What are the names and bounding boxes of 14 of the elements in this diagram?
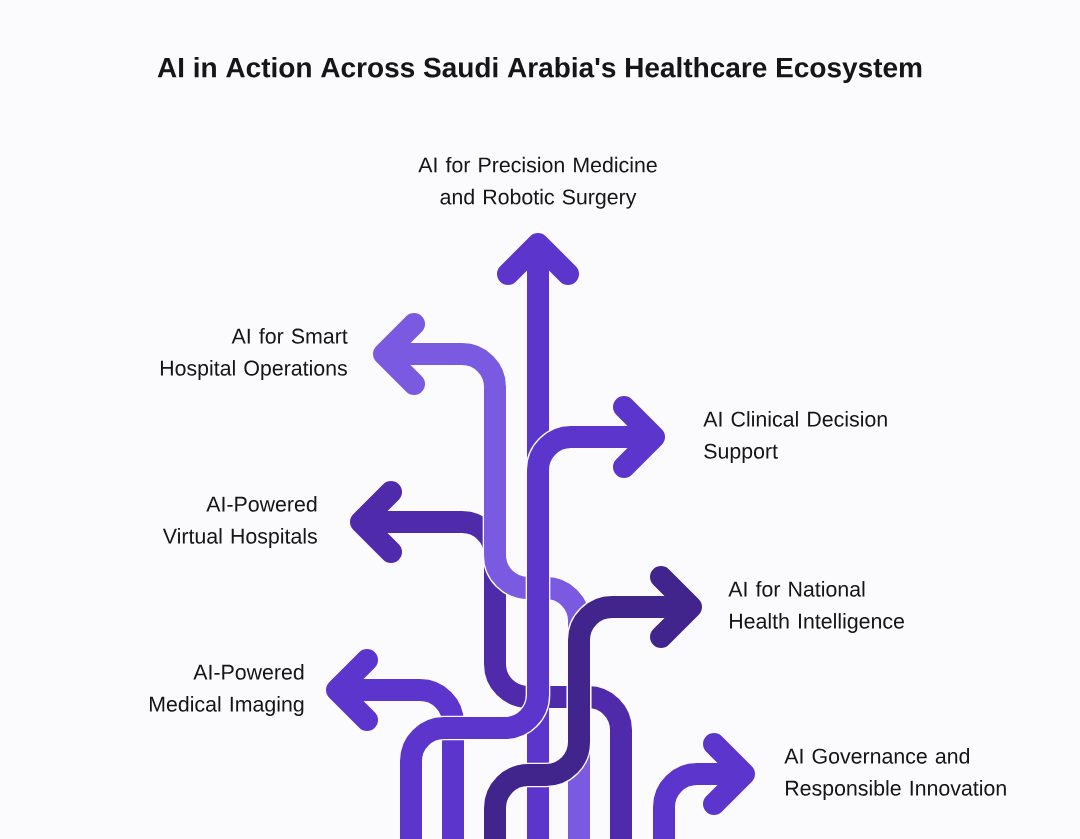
title: AI in Action Across Saudi Arabia's Healthcare Ecosystem [157,56,922,84]
arrow-label: AI Clinical Decision Support [703,411,887,463]
arrow-label: AI for Smart Hospital Operations [160,328,348,380]
arrow-label: AI-Powered Medical Imaging [150,664,304,716]
arrow-label: AI Governance and Responsible Innovation [784,748,1006,800]
arrow-label: AI-Powered Virtual Hospitals [162,496,317,548]
arrow-label: AI for Precision Medicine and Robotic Surgery [418,156,657,209]
arrow [326,649,466,839]
arrow [373,313,592,839]
arrow [482,566,702,839]
arrow [398,396,665,839]
arrow [350,481,634,839]
arrow [497,233,579,839]
arrow-label: AI for National Health Intelligence [728,581,904,633]
